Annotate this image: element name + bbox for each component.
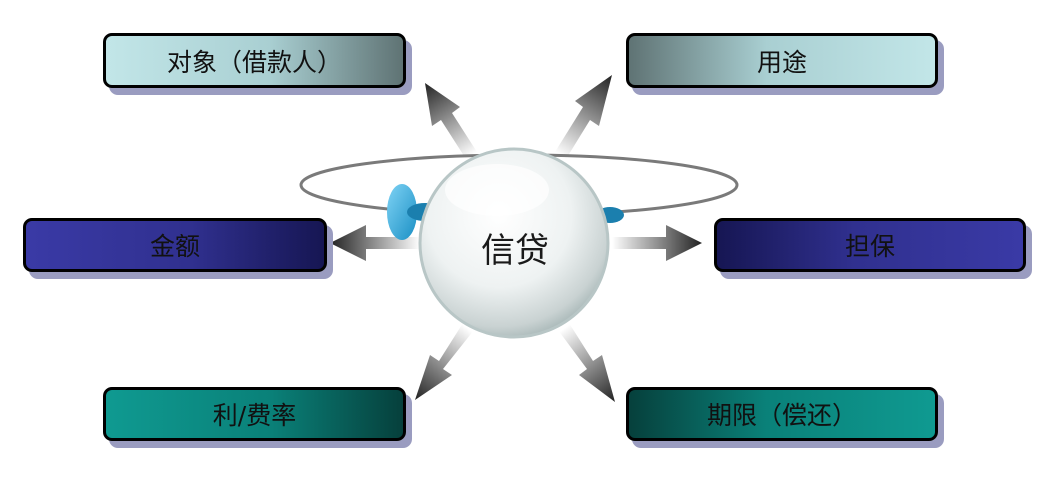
node-label: 金额 bbox=[149, 232, 200, 261]
sphere-highlight bbox=[445, 164, 549, 216]
arrow-to-top-left bbox=[425, 83, 477, 159]
node-label: 对象（借款人） bbox=[166, 47, 342, 77]
node-label: 担保 bbox=[844, 232, 895, 261]
node-label: 利/费率 bbox=[212, 401, 297, 430]
node-amount: 金额 bbox=[23, 218, 327, 272]
center-label: 信贷 bbox=[481, 230, 549, 271]
node-label: 期限（偿还） bbox=[706, 401, 857, 430]
blue-accent-left bbox=[387, 184, 417, 240]
node-purpose: 用途 bbox=[626, 33, 938, 88]
arrow-to-mid-left bbox=[330, 225, 420, 261]
node-guarantee: 担保 bbox=[714, 218, 1026, 272]
node-term-repayment: 期限（偿还） bbox=[626, 387, 938, 441]
arrow-to-bottom-left bbox=[415, 323, 474, 400]
node-label: 用途 bbox=[756, 47, 807, 77]
arrow-to-bottom-right bbox=[558, 323, 615, 402]
node-interest-rate: 利/费率 bbox=[103, 387, 406, 441]
arrow-to-mid-right bbox=[612, 225, 702, 261]
arrow-to-top-right bbox=[555, 75, 612, 159]
node-object-borrower: 对象（借款人） bbox=[103, 33, 406, 88]
